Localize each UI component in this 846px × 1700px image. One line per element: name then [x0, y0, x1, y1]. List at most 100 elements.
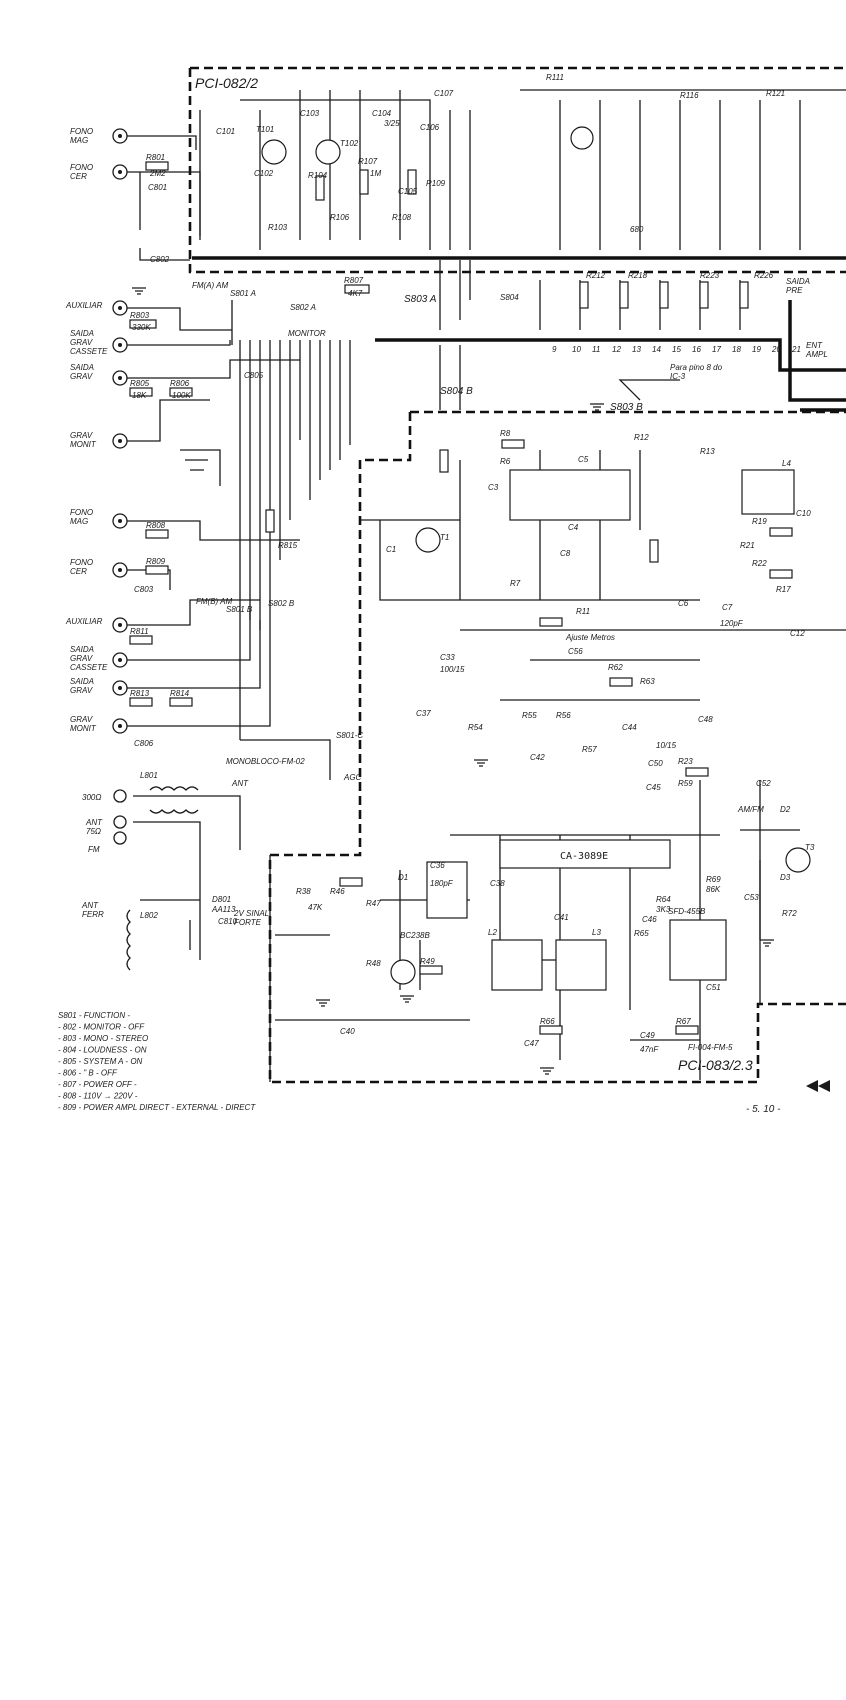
label-r56: R56 [556, 711, 571, 720]
arrow-symbols [806, 1080, 830, 1092]
transistor-symbols [261, 126, 811, 985]
label-s802a: S802 A [290, 303, 316, 312]
label-r6: R6 [500, 457, 511, 466]
label-r23: R22 [752, 559, 767, 568]
label-r103: R103 [268, 223, 288, 232]
label-c49: C49 [640, 1031, 655, 1040]
label-c37: C37 [416, 709, 431, 718]
label-c40: C40 [340, 1027, 355, 1036]
label-c103: C103 [300, 109, 320, 118]
annotation-monitor: MONITOR [288, 329, 326, 338]
label-r22: R21 [740, 541, 755, 550]
label-c107: C107 [434, 89, 454, 98]
label-c46: C46 [642, 915, 657, 924]
value-3-25: 3/25 [384, 119, 400, 128]
annotation-ajuste: Ajuste Metros [565, 633, 615, 642]
label-c50: C50 [648, 759, 663, 768]
label-c42: C42 [530, 753, 545, 762]
pin-number: 16 [692, 345, 701, 354]
annotation-am-fm: AM/FM [737, 805, 764, 814]
label-r38: R23 [678, 757, 693, 766]
value-47nf: 47nF [640, 1045, 659, 1054]
label-r223: R223 [700, 271, 720, 280]
label-c806: C806 [134, 739, 154, 748]
label-s803a: S803 A [404, 294, 437, 305]
ic-ca3089e [499, 839, 671, 869]
value-680: 680 [630, 225, 644, 234]
label-l4: L4 [782, 459, 791, 468]
pin-number: 17 [712, 345, 721, 354]
label-r212: R212 [586, 271, 606, 280]
annotation-ant: ANT [231, 779, 249, 788]
value-4k7: 4K7 [348, 289, 363, 298]
label-s804b: S804 B [440, 386, 473, 397]
label-c52: C52 [756, 779, 771, 788]
value-100k: 100K [172, 391, 191, 400]
label-r55: R55 [522, 711, 537, 720]
label-c1: C1 [386, 545, 396, 554]
pin-number: 18 [732, 345, 741, 354]
label-r803: R803 [130, 311, 150, 320]
label-c38: C38 [490, 879, 505, 888]
resistor-symbols [129, 161, 793, 1035]
label-r815: R815 [278, 541, 298, 550]
label-c7: C6 [678, 599, 689, 608]
label-r806: R806 [170, 379, 190, 388]
label-t1: T1 [440, 533, 449, 542]
label-t101: T101 [256, 125, 274, 134]
label-c53: C53 [744, 893, 759, 902]
label-c45: C45 [646, 783, 661, 792]
label-r108: R108 [392, 213, 412, 222]
label-c12: C10 [796, 509, 811, 518]
label-d801: D801 [212, 895, 231, 904]
label-c4: C3 [488, 483, 499, 492]
wires [127, 89, 846, 1082]
label-l3: L3 [592, 928, 601, 937]
label-c5: C4 [568, 523, 579, 532]
label-300-ohm: 300Ω [82, 793, 101, 802]
label-c803: C803 [134, 585, 154, 594]
pin-number: 10 [572, 345, 581, 354]
pin-number: 19 [752, 345, 761, 354]
board-bottom-note: FI-004-FM-5 [688, 1043, 733, 1052]
bus-line-3 [788, 300, 846, 402]
label-c47: C47 [524, 1039, 539, 1048]
label-r61: R62 [608, 663, 623, 672]
label-r811: R811 [130, 627, 149, 636]
label-c104: C104 [372, 109, 392, 118]
label-r107: R107 [358, 157, 378, 166]
label-r49: R48 [366, 959, 381, 968]
label-auxiliar-1: AUXILIAR [65, 301, 103, 310]
label-r813: R813 [130, 689, 150, 698]
label-r54: R54 [468, 723, 483, 732]
label-c801: C801 [148, 183, 167, 192]
pin-number: 20 [771, 345, 781, 354]
label-c41: C41 [554, 913, 569, 922]
label-c8: C7 [722, 603, 733, 612]
ic-lower-block [509, 469, 631, 521]
pin-number: 9 [552, 345, 557, 354]
label-c810: C810 [218, 917, 238, 926]
legend-line: S801 - FUNCTION - [58, 1011, 130, 1020]
label-c10: C8 [560, 549, 571, 558]
label-r805: R805 [130, 379, 150, 388]
label-r218: R218 [628, 271, 648, 280]
label-c802: C802 [150, 255, 170, 264]
legend-line: - 804 - LOUDNESS - ON [58, 1046, 147, 1055]
label-s801b: S801 B [226, 605, 253, 614]
value-120pf: 120pF [720, 619, 744, 628]
label-c101: C101 [216, 127, 235, 136]
annotation-monobloco: MONOBLOCO-FM-02 [226, 757, 305, 766]
label-r48: R47 [366, 899, 381, 908]
